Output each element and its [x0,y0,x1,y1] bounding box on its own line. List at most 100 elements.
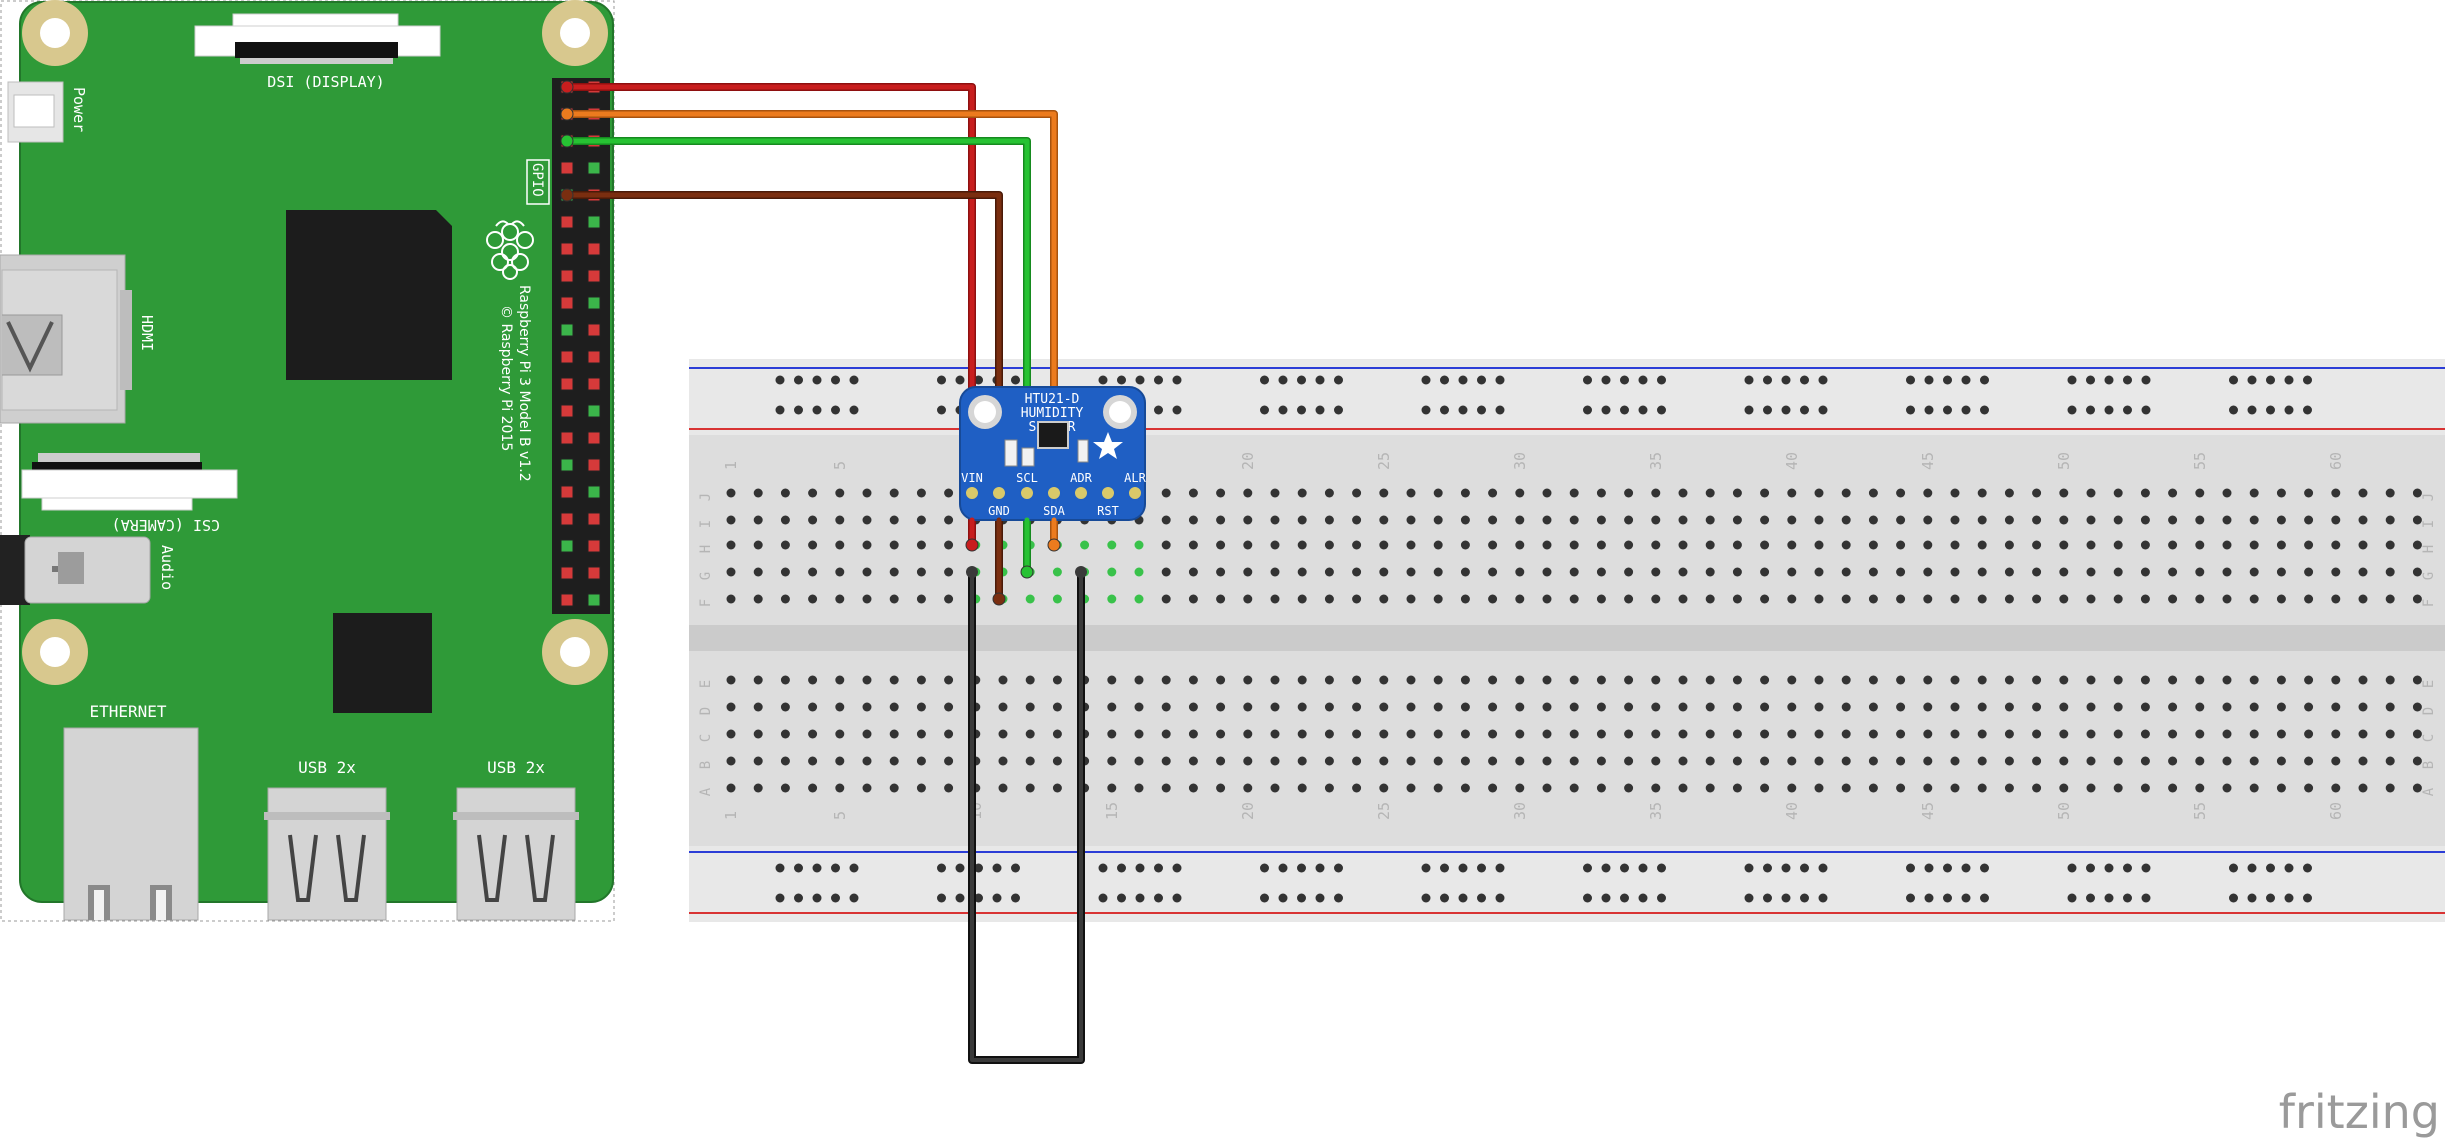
breadboard-hole [1950,488,1960,498]
breadboard-hole [1569,729,1579,739]
breadboard-hole [2168,540,2178,550]
rail-hole [1961,405,1971,415]
rail-hole [1334,893,1343,903]
breadboard-hole [1705,702,1715,712]
breadboard-hole [1216,675,1226,685]
breadboard-hole [2059,702,2069,712]
breadboard-hole [1488,515,1498,525]
breadboard-hole [1052,756,1062,766]
breadboard-hole [916,702,926,712]
breadboard-hole [2004,567,2014,577]
breadboard-hole [2276,567,2286,577]
breadboard-hole [1542,540,1552,550]
breadboard-hole [2004,540,2014,550]
breadboard-hole [1542,675,1552,685]
breadboard-hole [1161,729,1171,739]
rail-hole [1458,863,1468,873]
column-number: 15 [1103,802,1121,820]
usb-label-1: USB 2x [298,758,356,777]
breadboard-hole [944,729,954,739]
rail-hole [1315,893,1325,903]
breadboard-hole [1134,675,1144,685]
gpio-pin [587,161,601,175]
rail-hole [1744,375,1754,385]
breadboard-hole [862,540,872,550]
breadboard-hole [1433,756,1443,766]
breadboard-hole [862,729,872,739]
soc-chip [286,210,452,380]
row-letter: E [698,680,714,688]
breadboard-hole [1324,675,1334,685]
breadboard-hole [1379,729,1389,739]
rail-hole [1657,863,1666,873]
rail-hole [831,405,840,415]
rail-hole [2104,863,2114,873]
breadboard-hole [1923,675,1933,685]
breadboard-hole [1596,540,1606,550]
breadboard-hole [1624,783,1634,793]
rail-hole [831,863,840,873]
row-letter: H [2421,545,2437,553]
breadboard-hole [835,756,845,766]
breadboard-hole [1406,702,1416,712]
breadboard-hole [1406,488,1416,498]
rail-hole [1601,375,1611,385]
breadboard-hole [1542,729,1552,739]
breadboard-hole [1705,488,1715,498]
breadboard-hole [1161,515,1171,525]
power-label: Power [70,87,88,132]
rail-hole [2104,405,2114,415]
breadboard-hole [1651,567,1661,577]
breadboard-hole [726,567,736,577]
breadboard-hole [2304,756,2314,766]
breadboard-hole [998,729,1008,739]
breadboard-hole [944,594,954,604]
rail-hole [2229,893,2238,903]
breadboard-hole [1705,729,1715,739]
breadboard-hole [889,594,899,604]
breadboard-hole [1705,540,1715,550]
rail-hole [1638,893,1648,903]
rail-hole [1477,863,1486,873]
rail-hole [1583,405,1592,415]
breadboard-hole [2331,702,2341,712]
breadboard-hole [1460,515,1470,525]
rail-hole [1172,405,1182,415]
breadboard-hole [2276,729,2286,739]
rail-hole [1657,405,1666,415]
breadboard-hole [2358,594,2368,604]
breadboard-hole [1841,515,1851,525]
breadboard-hole [2385,729,2395,739]
column-number: 1 [722,811,740,820]
sensor-pin-vin: VIN [961,471,983,485]
breadboard-hole [1161,488,1171,498]
rail-hole [1440,863,1449,873]
rail-hole [1781,893,1791,903]
breadboard-hole [998,675,1008,685]
breadboard-hole [916,488,926,498]
row-letter: G [2421,572,2437,580]
rail-hole [1980,405,1989,415]
breadboard-hole [1923,702,1933,712]
breadboard-hole [835,729,845,739]
breadboard-hole [1596,488,1606,498]
rail-hole [1172,375,1182,385]
breadboard-hole [1732,756,1742,766]
rail-hole [937,893,946,903]
breadboard-hole [1188,594,1198,604]
rail-hole [2284,405,2294,415]
breadboard-hole [1651,675,1661,685]
breadboard-hole [1760,540,1770,550]
dsi-label: DSI (DISPLAY) [267,73,384,91]
breadboard-hole [808,675,818,685]
column-number: 45 [1919,802,1937,820]
breadboard-hole [1841,594,1851,604]
breadboard-hole [2086,702,2096,712]
breadboard-hole [2086,488,2096,498]
breadboard-hole [2140,567,2150,577]
column-number: 55 [2191,452,2209,470]
breadboard-hole [2358,675,2368,685]
breadboard-hole [2385,567,2395,577]
breadboard-hole [1868,567,1878,577]
breadboard-hole [1406,594,1416,604]
